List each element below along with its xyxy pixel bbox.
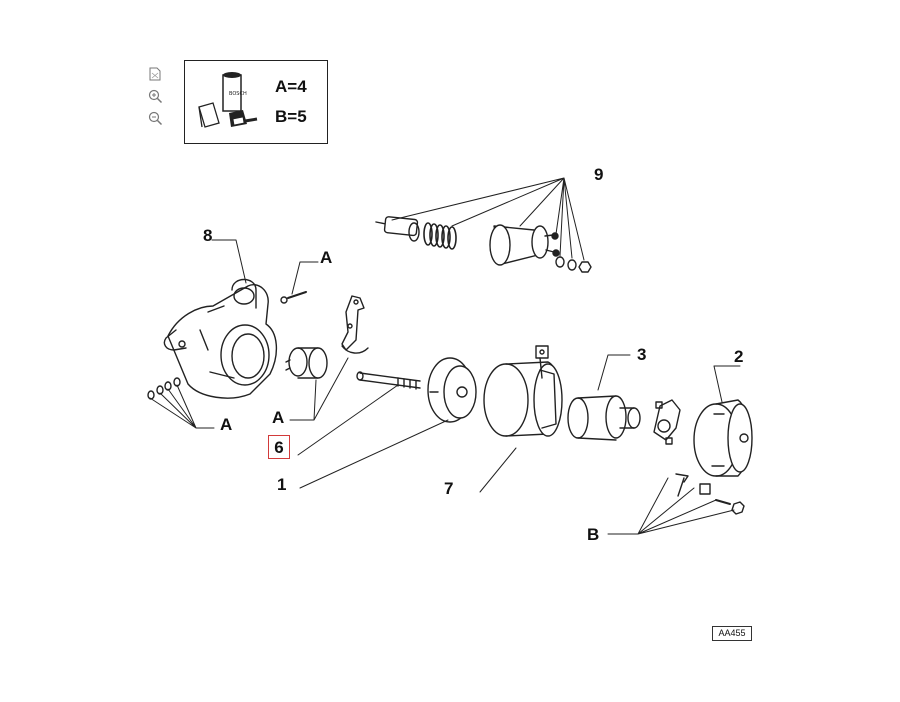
callout-a-top: A [320, 248, 332, 267]
zoom-out-icon[interactable] [147, 110, 163, 126]
kit-parts-icon: BOSCH [198, 72, 258, 128]
callout-a-left: A [220, 415, 232, 434]
callout-a-mid: A [272, 408, 284, 427]
drive-end-housing-part[interactable] [163, 278, 277, 399]
brush-plate-part[interactable] [653, 399, 681, 445]
screw-a-part[interactable] [280, 291, 307, 304]
armature-shaft-part[interactable] [356, 371, 421, 390]
callout-9: 9 [594, 165, 603, 184]
callout-2: 2 [734, 347, 743, 366]
fit-page-icon[interactable] [147, 66, 163, 82]
selected-callout-label: 6 [274, 438, 284, 457]
brush-springs-b-part[interactable] [675, 473, 745, 515]
field-yoke-part[interactable] [483, 345, 563, 437]
callout-7: 7 [444, 479, 453, 498]
shift-fork-part[interactable] [341, 295, 369, 354]
solenoid-kit-part[interactable] [375, 216, 592, 273]
view-toolbar [147, 66, 165, 132]
end-cover-part[interactable] [693, 399, 753, 477]
callout-b: B [587, 525, 599, 544]
callout-1: 1 [277, 475, 286, 494]
pinion-clutch-part[interactable] [285, 347, 328, 379]
selected-callout-6[interactable]: 6 [268, 435, 290, 459]
svg-text:BOSCH: BOSCH [229, 91, 247, 97]
callout-8: 8 [203, 226, 212, 245]
intermediate-plate-part[interactable] [427, 357, 477, 423]
callout-3: 3 [637, 345, 646, 364]
zoom-in-icon[interactable] [147, 88, 163, 104]
reference-code-label: AA455 [712, 626, 752, 641]
kit-a-quantity: A=4 [275, 77, 307, 96]
armature-part[interactable] [567, 395, 641, 441]
kit-b-quantity: B=5 [275, 107, 307, 126]
kit-legend-box: BOSCH A=4 B=5 [184, 60, 328, 144]
washers-a-part[interactable] [147, 377, 181, 400]
